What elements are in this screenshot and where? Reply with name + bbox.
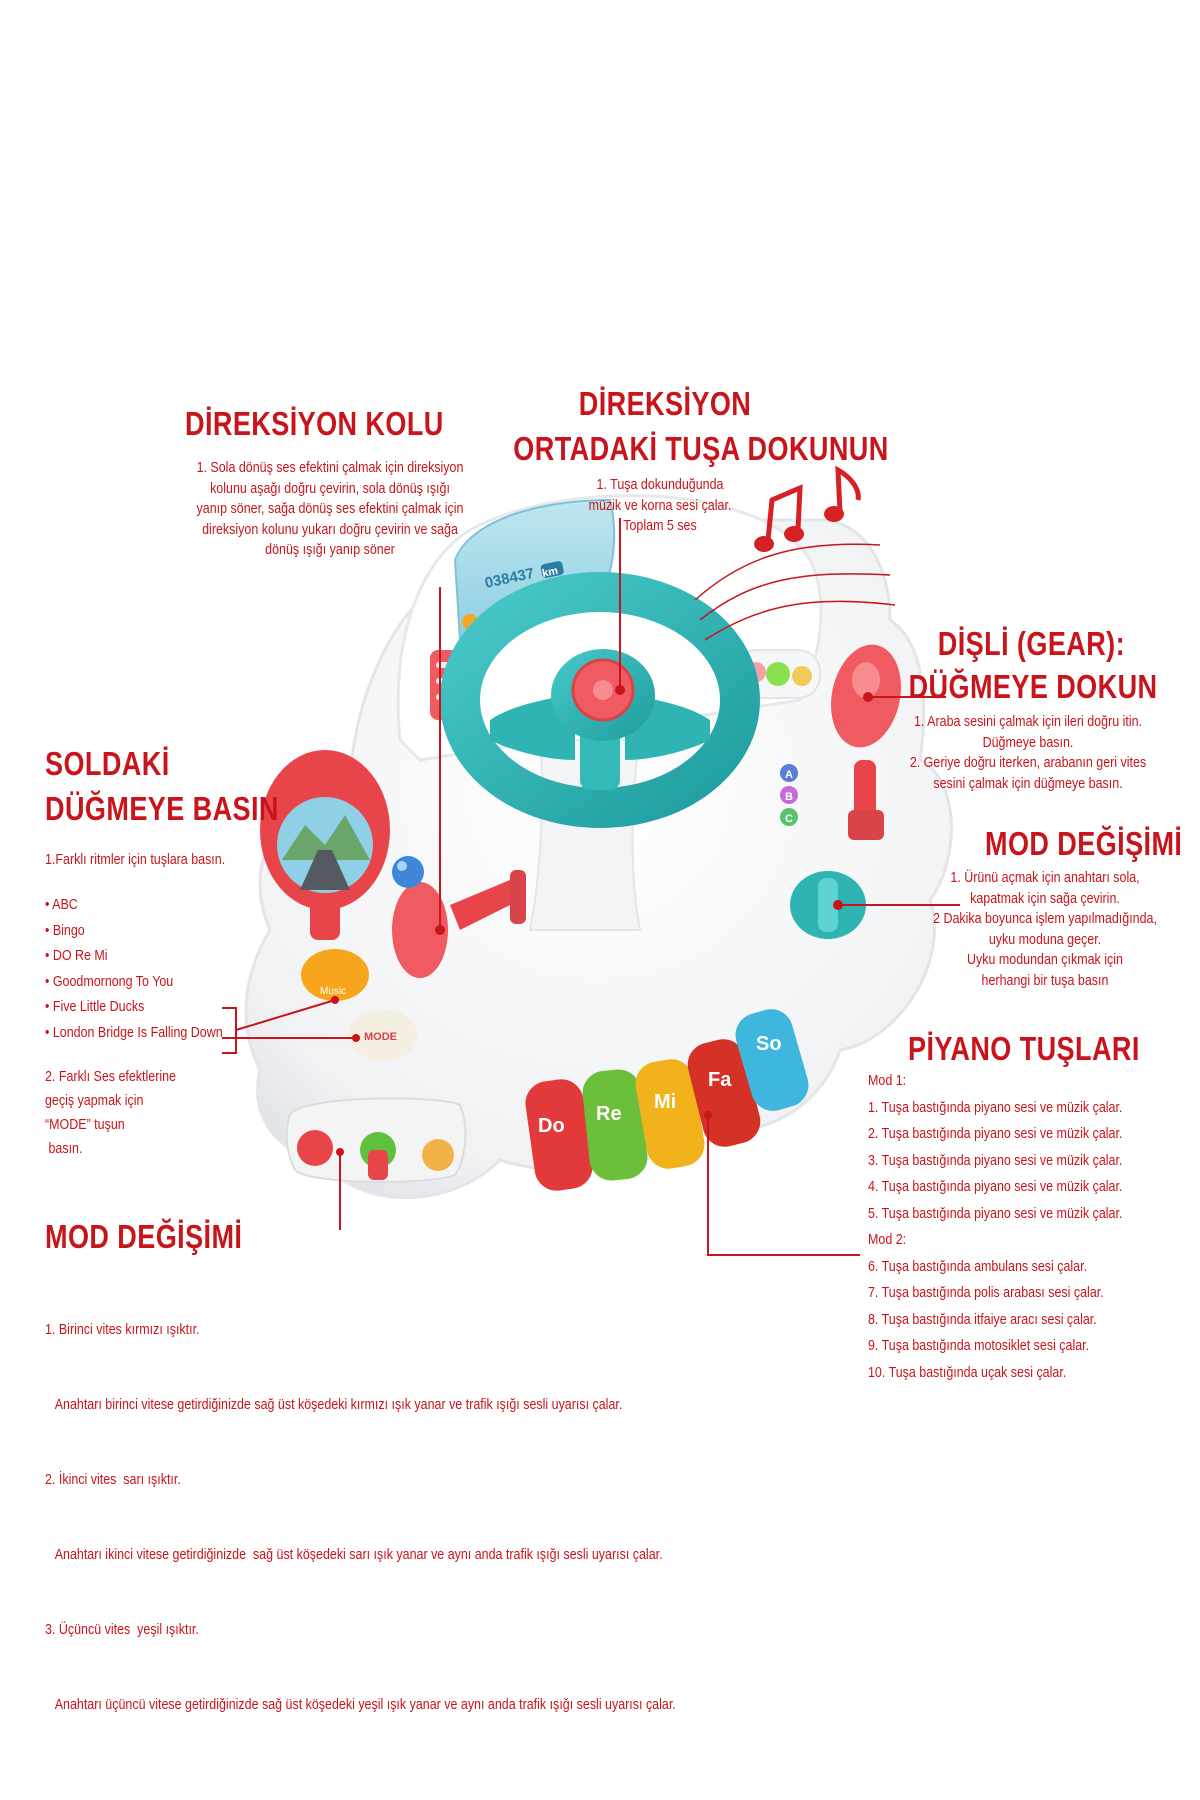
svg-text:Mi: Mi (654, 1091, 676, 1113)
traffic-light-green (766, 662, 790, 686)
odometer-unit: km (541, 565, 559, 580)
center-button-title-2: ORTADAKİ TUŞA DOKUNUN (513, 430, 889, 467)
steering-lever-title: DİREKSİYON KOLU (185, 405, 444, 442)
music-notes-icon (754, 465, 861, 552)
song-list: ABC Bingo DO Re Mi Goodmornong To You Fi… (45, 895, 223, 1048)
sfx-desc: 2. Farklı Ses efektlerine geçiş yapmak i… (45, 1069, 177, 1157)
odometer-unit-badge (540, 561, 564, 578)
list-item: Bingo (45, 921, 223, 942)
svg-text:A: A (785, 769, 793, 781)
mode-bottom-title: MOD DEĞİŞİMİ (45, 1218, 243, 1255)
svg-text:C: C (785, 813, 793, 825)
blue-ball (392, 856, 424, 888)
svg-text:Do: Do (538, 1115, 565, 1137)
pointer-lines (222, 518, 960, 1256)
left-button-intro: 1.Farklı ritmler için tuşlara basın. (45, 852, 226, 868)
key-switch (790, 871, 866, 939)
svg-text:Music: Music (320, 986, 346, 997)
piano-title: PİYANO TUŞLARI (908, 1030, 1140, 1067)
gear-desc: 1. Araba sesini çalmak için ileri doğru … (909, 714, 1147, 792)
pointer-dots (331, 685, 873, 1156)
left-button-title-1: SOLDAKİ (45, 745, 170, 782)
mode-button (349, 1009, 417, 1061)
left-button-title-2: DÜĞMEYE BASIN (45, 790, 279, 827)
piano-keys (525, 1009, 809, 1191)
abc-buttons (780, 764, 798, 826)
piano-key-do (525, 1079, 593, 1191)
mode-right-title: MOD DEĞİŞİMİ (985, 825, 1183, 862)
svg-text:So: So (756, 1033, 782, 1055)
svg-text:B: B (785, 791, 793, 803)
piano-key-re (582, 1069, 648, 1181)
traffic-light-yellow (792, 666, 812, 686)
piano-key-fa (687, 1039, 761, 1147)
sound-waves-icon (694, 543, 896, 641)
gear-title-1: DİŞLİ (GEAR): (937, 625, 1126, 662)
piano-key-so (735, 1009, 809, 1111)
gear-title-2: DÜĞMEYE DOKUN (908, 668, 1158, 705)
list-item: ABC (45, 895, 223, 916)
svg-text:Fa: Fa (708, 1069, 732, 1091)
turn-signal-lever (392, 870, 526, 978)
list-item: Five Little Ducks (45, 997, 223, 1018)
list-item: London Bridge Is Falling Down (45, 1023, 223, 1044)
center-button-title-1: DİREKSİYON (578, 385, 752, 422)
steering-lever-desc: 1. Sola dönüş ses efektini çalmak için d… (196, 460, 464, 558)
gear-shift-tray (285, 1097, 467, 1183)
gear-stick (831, 644, 901, 840)
side-mirror (260, 750, 390, 940)
center-button-desc: 1. Tuşa dokunduğunda müzik ve korna sesi… (588, 477, 732, 534)
list-item: Goodmornong To You (45, 972, 223, 993)
music-button (301, 949, 369, 1001)
list-item: DO Re Mi (45, 946, 223, 967)
mode-bottom-desc: 1. Birinci vites kırmızı ışıktır. Anahta… (45, 1322, 676, 1713)
svg-text:Re: Re (596, 1103, 622, 1125)
mode-right-desc: 1. Ürünü açmak için anahtarı sola, kapat… (933, 870, 1157, 989)
svg-text:MODE: MODE (364, 1031, 397, 1043)
piano-key-mi (635, 1059, 705, 1169)
piano-desc: Mod 1: 1. Tuşa bastığında piyano sesi ve… (868, 1073, 1123, 1381)
